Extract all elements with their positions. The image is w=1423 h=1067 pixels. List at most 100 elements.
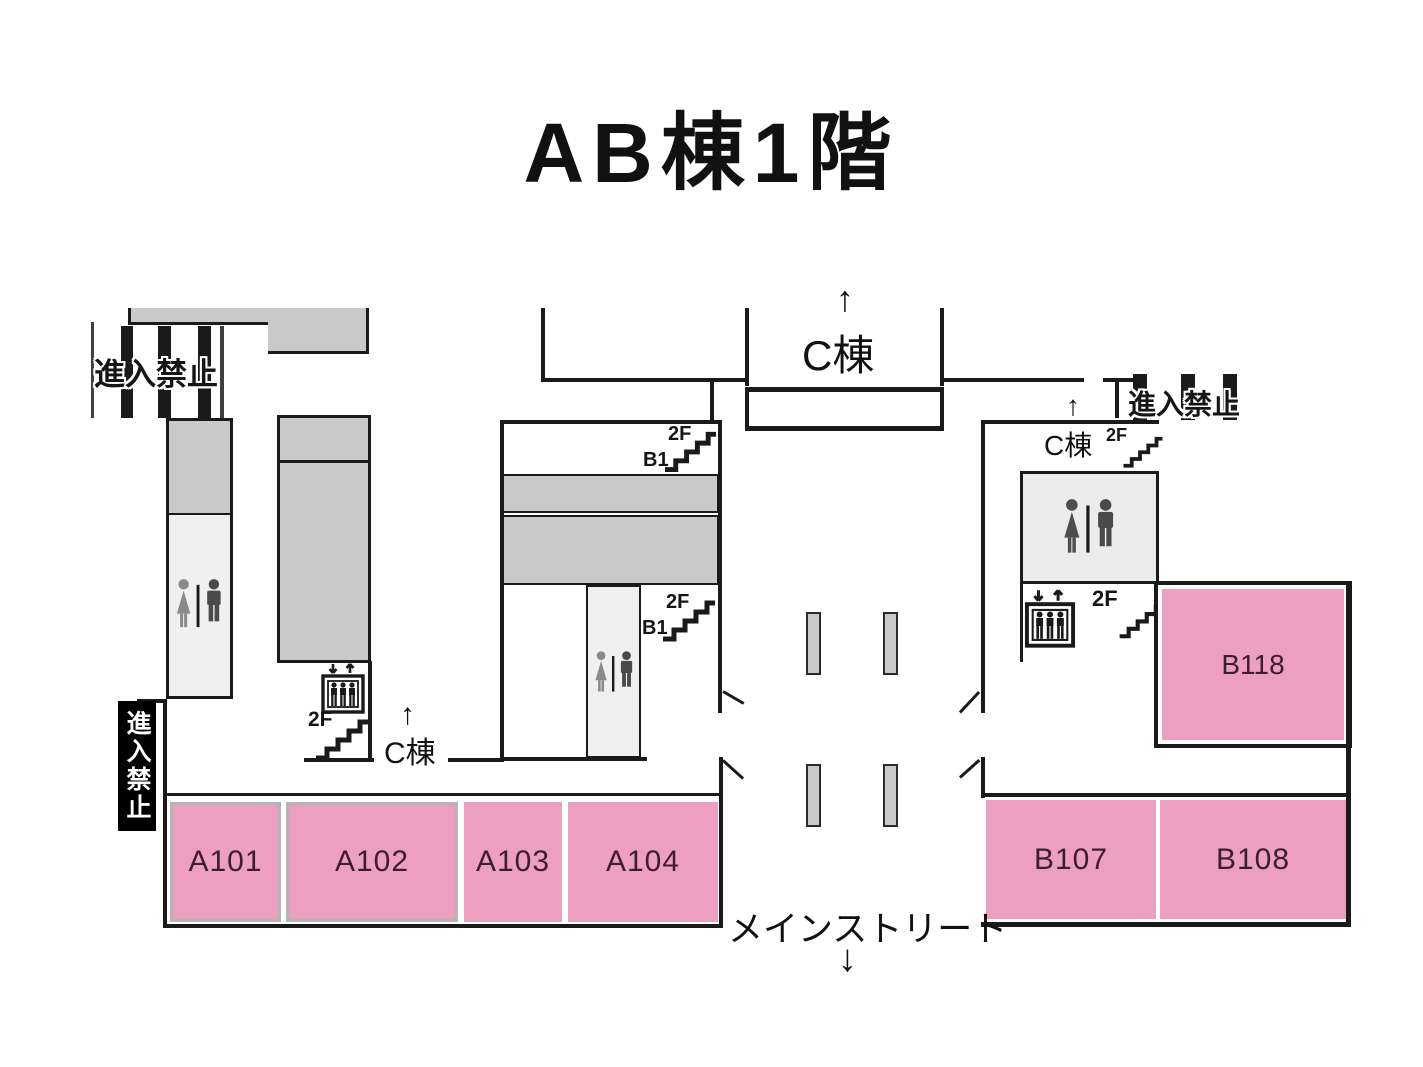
wall bbox=[981, 757, 985, 798]
no-entry-stripe bbox=[220, 326, 224, 418]
room-b108: B108 bbox=[1160, 800, 1346, 919]
wall bbox=[166, 793, 720, 796]
up-arrow: ↑ bbox=[400, 698, 415, 731]
wall bbox=[368, 661, 372, 761]
elevator-down-arrow-icon bbox=[1033, 590, 1044, 602]
restroom-icon bbox=[176, 579, 221, 628]
room-label: B107 bbox=[1033, 842, 1109, 876]
wall bbox=[981, 420, 1159, 424]
wall bbox=[500, 757, 647, 761]
restroom-divider bbox=[1086, 505, 1090, 553]
no-entry-stripe bbox=[1223, 374, 1237, 420]
wall bbox=[981, 420, 985, 713]
room-label: A104 bbox=[605, 845, 681, 878]
no-entry-sign-top-right: 進入禁止 bbox=[1128, 389, 1241, 420]
wall bbox=[981, 793, 1351, 797]
divider-line bbox=[280, 460, 368, 463]
elevator-icon bbox=[321, 663, 365, 714]
no-entry-stripe bbox=[1181, 374, 1195, 420]
wall bbox=[1346, 581, 1351, 927]
no-entry-sign-left-vertical: 進入禁止 bbox=[118, 701, 156, 831]
c-wing-label: C棟 bbox=[1044, 430, 1093, 461]
wall bbox=[163, 699, 167, 928]
wall bbox=[541, 378, 714, 382]
bridge-to-c-wing bbox=[745, 387, 944, 392]
wall bbox=[163, 924, 723, 928]
main-street-label: メインストリート bbox=[728, 910, 1008, 949]
c-wing-label: C棟 bbox=[384, 737, 436, 770]
wall bbox=[745, 387, 749, 431]
stairs-up-label: 2F bbox=[1106, 425, 1128, 445]
elevator-people bbox=[1036, 611, 1064, 639]
wall bbox=[940, 387, 944, 431]
room-label: A102 bbox=[334, 845, 410, 878]
up-arrow: ↑ bbox=[1066, 390, 1080, 421]
wall bbox=[304, 758, 374, 762]
bridge-to-c-wing bbox=[745, 426, 944, 431]
pillar bbox=[806, 612, 821, 675]
female-figure bbox=[176, 579, 191, 628]
room-a104: A104 bbox=[568, 802, 718, 922]
wall bbox=[940, 308, 944, 386]
down-arrow: ↓ bbox=[838, 938, 857, 980]
room-b107: B107 bbox=[986, 800, 1156, 919]
room-label: B108 bbox=[1215, 842, 1291, 876]
no-entry-sign-top-left: 進入禁止 bbox=[94, 357, 218, 392]
female-figure bbox=[1064, 499, 1080, 553]
room-label: A101 bbox=[188, 845, 263, 878]
elevator-icon bbox=[1024, 589, 1076, 648]
room-a102: A102 bbox=[286, 802, 458, 922]
restroom-icon bbox=[595, 651, 633, 692]
wall bbox=[944, 378, 1084, 382]
wall bbox=[1103, 378, 1135, 382]
door-swing bbox=[958, 690, 981, 714]
no-entry-stripe bbox=[1133, 374, 1147, 420]
male-figure bbox=[207, 579, 221, 622]
wall bbox=[1115, 378, 1119, 418]
restroom-icon bbox=[1064, 499, 1114, 553]
stairs-down-label: B1 bbox=[643, 449, 669, 471]
stairs-down-label: B1 bbox=[642, 617, 668, 639]
door-swing bbox=[958, 758, 981, 779]
wall bbox=[500, 420, 722, 424]
room-label: A103 bbox=[475, 845, 551, 878]
elevator-up-arrow-icon bbox=[1052, 589, 1064, 601]
storage-block bbox=[502, 515, 719, 585]
elevator-people bbox=[331, 682, 355, 706]
stairs-icon bbox=[663, 600, 715, 642]
roof-block bbox=[268, 308, 369, 354]
stairs-up-label: 2F bbox=[666, 591, 690, 613]
wall bbox=[500, 420, 504, 761]
wall bbox=[718, 420, 722, 713]
wall bbox=[448, 758, 504, 762]
c-wing-label: C棟 bbox=[802, 332, 875, 379]
elevator-down-arrow-icon bbox=[328, 664, 338, 674]
female-figure bbox=[595, 651, 607, 692]
stairs-icon bbox=[1123, 436, 1163, 468]
stairs-icon bbox=[316, 719, 368, 760]
wall bbox=[745, 308, 749, 386]
room-a103: A103 bbox=[464, 802, 562, 922]
wall bbox=[710, 378, 714, 424]
storage-area bbox=[169, 421, 230, 515]
wall bbox=[981, 922, 1351, 927]
elevator-up-arrow-icon bbox=[345, 663, 355, 673]
up-arrow: ↑ bbox=[836, 278, 854, 319]
no-entry-stripe bbox=[158, 326, 171, 418]
male-figure bbox=[1098, 499, 1114, 547]
left-wing-block bbox=[166, 418, 233, 699]
room-b118: B118 bbox=[1154, 581, 1352, 748]
door-swing bbox=[721, 759, 745, 780]
pillar bbox=[883, 612, 898, 675]
stairs-up-label: 2F bbox=[1092, 586, 1118, 611]
storage-block bbox=[277, 415, 371, 663]
wall bbox=[541, 308, 545, 382]
stairs-icon bbox=[664, 431, 717, 472]
restroom-divider bbox=[611, 656, 615, 692]
pillar bbox=[806, 764, 821, 827]
wall bbox=[710, 378, 749, 382]
no-entry-stripe bbox=[198, 326, 211, 418]
pillar bbox=[883, 764, 898, 827]
wall bbox=[1020, 584, 1023, 662]
